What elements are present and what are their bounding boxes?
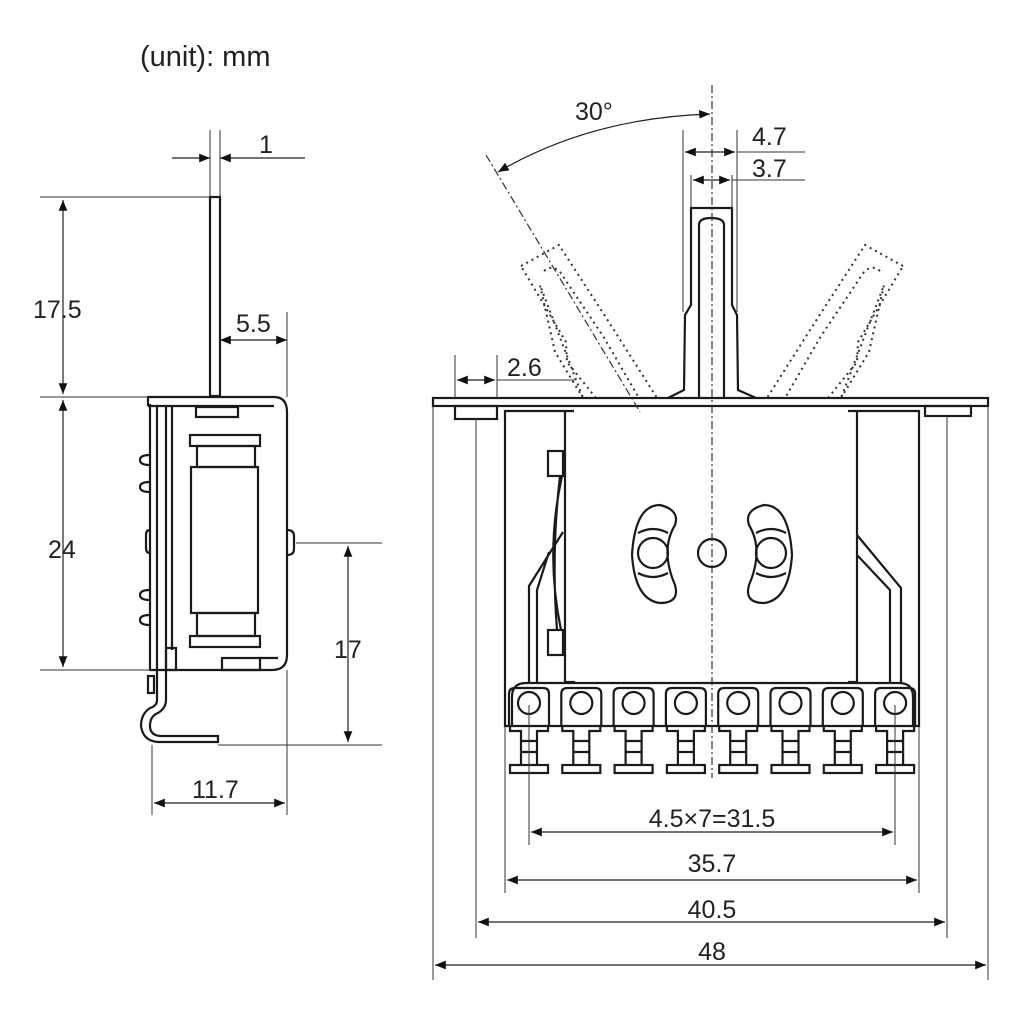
- coil-cap-bottom: [188, 634, 262, 649]
- bracket-right: [856, 534, 903, 682]
- terminal-eyelet: [621, 690, 646, 716]
- side-view: [138, 195, 296, 744]
- dim-lever-outer: 4.7: [752, 123, 787, 151]
- front-view: [431, 85, 990, 778]
- terminal: [612, 686, 655, 775]
- terminal: [560, 686, 603, 775]
- dim-terminal-pitch: 4.5×7=31.5: [649, 805, 776, 833]
- mount-tab-right: [923, 404, 973, 418]
- dim-body-depth: 11.7: [192, 776, 239, 804]
- coil-core: [189, 465, 260, 615]
- dim-mount-spacing: 40.5: [688, 896, 737, 924]
- dim-lever-inner: 3.7: [752, 155, 787, 183]
- terminal-eyelet: [778, 690, 803, 716]
- dim-body-height: 24: [48, 536, 76, 564]
- terminal-eyelet: [726, 690, 751, 716]
- terminal: [769, 686, 812, 775]
- dim-plate-width: 48: [698, 938, 726, 966]
- spring: [552, 475, 564, 631]
- rotor-slot-right: [746, 503, 794, 605]
- dim-angle: 30°: [575, 98, 613, 126]
- dim-frame-width: 35.7: [688, 850, 737, 878]
- front-dimensions: 30° 4.7 3.7 2.6 4.5×7=31.5 35.7 40.5 48: [432, 98, 989, 980]
- rotor-slot-left: [630, 503, 678, 605]
- mounting-plate: [431, 396, 990, 408]
- mount-tab-left: [453, 404, 499, 421]
- terminal: [821, 686, 864, 775]
- terminal-eyelet: [569, 690, 594, 716]
- unit-label: (unit): mm: [140, 41, 271, 73]
- dim-tab-offset: 2.6: [507, 354, 542, 382]
- bracket-left: [527, 531, 564, 682]
- terminal-eyelet: [673, 690, 699, 716]
- coil-cap-top: [188, 433, 262, 448]
- terminal-pin-side: [139, 670, 220, 744]
- dim-lever-offset: 5.5: [236, 310, 271, 338]
- lever-right-position: [766, 243, 904, 399]
- dim-terminal-height: 17: [334, 636, 362, 664]
- terminal: [664, 686, 707, 775]
- dim-lever-thickness: 1: [259, 131, 273, 159]
- lever-side: [208, 195, 222, 398]
- side-dimensions: 1 17.5 24 5.5 17 11.7: [33, 130, 382, 815]
- terminal-eyelet: [830, 690, 855, 716]
- body-side: [146, 395, 289, 672]
- terminal: [717, 686, 760, 775]
- side-bumps: [138, 453, 151, 627]
- dim-lever-height: 17.5: [33, 296, 82, 324]
